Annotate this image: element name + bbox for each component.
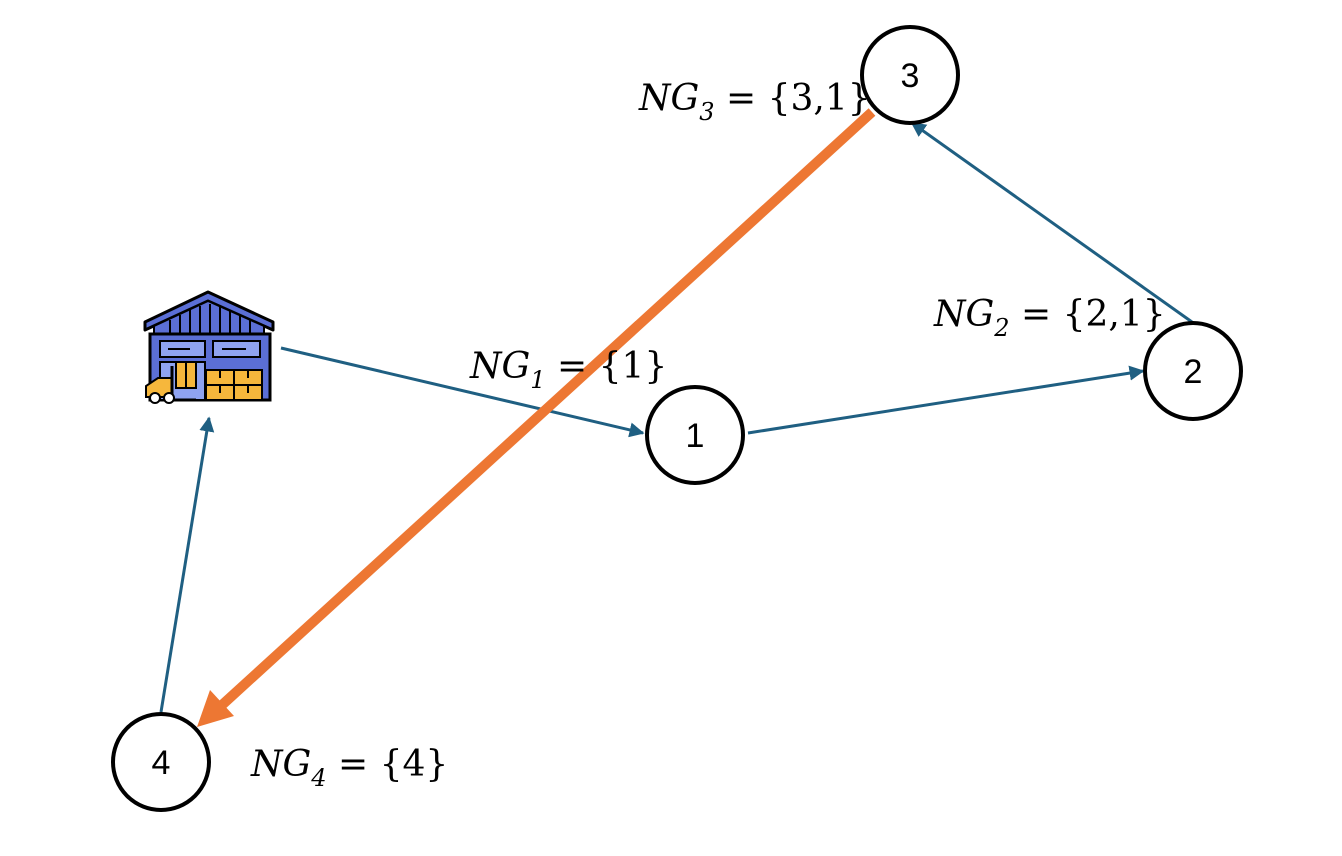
node-1-label: 1 [686,417,705,455]
node-2: 2 [1143,321,1243,421]
node-3: 3 [860,25,960,125]
warehouse-forklift-icon [143,290,275,404]
ng-annotation-3: NG3 = {3,1} [638,78,871,126]
node-3-label: 3 [901,57,920,95]
edge-1-to-2 [747,365,1145,435]
node-2-label: 2 [1184,353,1203,391]
node-4: 4 [111,712,211,812]
edge-depot-to-1 [280,346,645,438]
edge-4-to-depot [159,416,215,713]
edge-2-to-3 [910,121,1193,324]
ng-annotation-1: NG1 = {1} [469,346,667,394]
edge-3-to-4-arrowhead [197,690,234,727]
edge-3-to-4-highlight [218,108,876,709]
ng-annotation-4: NG4 = {4} [250,744,448,792]
node-1: 1 [645,385,745,485]
ng-annotation-2: NG2 = {2,1} [933,294,1166,342]
node-4-label: 4 [152,744,171,782]
